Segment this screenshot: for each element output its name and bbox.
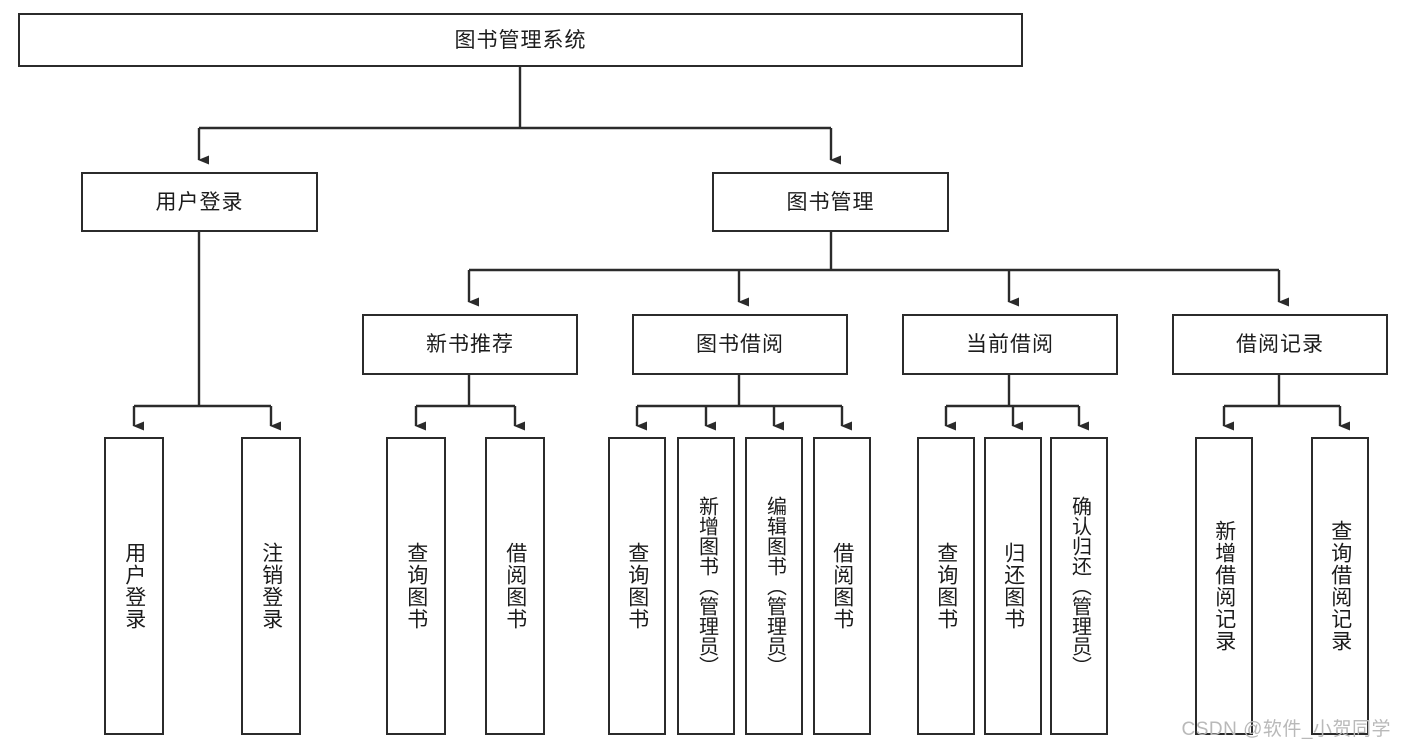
- node-leaf-logout-label: 注销登录: [259, 542, 283, 630]
- node-root[interactable]: 图书管理系统: [18, 13, 1023, 67]
- node-leaf-current-query[interactable]: 查询图书: [917, 437, 975, 735]
- edge-group-borrow: [635, 375, 852, 431]
- node-new-book-recommend[interactable]: 新书推荐: [362, 314, 578, 375]
- watermark-label: CSDN @软件_小贺同学: [1181, 719, 1391, 740]
- node-book-management[interactable]: 图书管理: [712, 172, 949, 232]
- node-user-login[interactable]: 用户登录: [81, 172, 318, 232]
- node-leaf-user-login[interactable]: 用户登录: [104, 437, 164, 735]
- edge-group-root: [197, 67, 841, 165]
- node-new-book-recommend-label: 新书推荐: [426, 333, 514, 356]
- node-book-borrow-label: 图书借阅: [696, 333, 784, 356]
- node-borrow-records-label: 借阅记录: [1236, 333, 1324, 356]
- node-root-label: 图书管理系统: [454, 28, 587, 52]
- node-leaf-record-query-label: 查询借阅记录: [1328, 520, 1352, 652]
- edge-group-current: [944, 375, 1089, 431]
- node-leaf-current-confirm-label: 确认归还（管理员）: [1068, 496, 1091, 676]
- edge-group-records: [1222, 375, 1350, 431]
- node-user-login-label: 用户登录: [155, 190, 244, 214]
- node-leaf-current-confirm[interactable]: 确认归还（管理员）: [1050, 437, 1108, 735]
- node-leaf-borrow-edit[interactable]: 编辑图书（管理员）: [745, 437, 803, 735]
- node-leaf-newbook-borrow-label: 借阅图书: [503, 542, 527, 630]
- node-leaf-borrow-edit-label: 编辑图书（管理员）: [763, 496, 786, 676]
- node-leaf-borrow-book-label: 借阅图书: [830, 542, 854, 630]
- node-leaf-borrow-book[interactable]: 借阅图书: [813, 437, 871, 735]
- edge-group-newbook: [414, 375, 525, 431]
- node-leaf-record-add-label: 新增借阅记录: [1212, 520, 1236, 652]
- node-borrow-records[interactable]: 借阅记录: [1172, 314, 1388, 375]
- edge-group-bookmgmt: [467, 232, 1289, 307]
- node-leaf-borrow-query-label: 查询图书: [625, 542, 649, 630]
- edge-group-login: [132, 232, 281, 431]
- node-leaf-borrow-add[interactable]: 新增图书（管理员）: [677, 437, 735, 735]
- node-book-borrow[interactable]: 图书借阅: [632, 314, 848, 375]
- node-leaf-current-return[interactable]: 归还图书: [984, 437, 1042, 735]
- node-leaf-logout[interactable]: 注销登录: [241, 437, 301, 735]
- node-current-borrow[interactable]: 当前借阅: [902, 314, 1118, 375]
- node-leaf-current-return-label: 归还图书: [1001, 542, 1025, 630]
- node-leaf-newbook-query[interactable]: 查询图书: [386, 437, 446, 735]
- node-leaf-newbook-query-label: 查询图书: [404, 542, 428, 630]
- node-book-management-label: 图书管理: [786, 190, 875, 214]
- node-leaf-user-login-label: 用户登录: [122, 542, 146, 630]
- node-leaf-record-add[interactable]: 新增借阅记录: [1195, 437, 1253, 735]
- node-leaf-borrow-add-label: 新增图书（管理员）: [695, 496, 718, 676]
- node-leaf-record-query[interactable]: 查询借阅记录: [1311, 437, 1369, 735]
- node-leaf-borrow-query[interactable]: 查询图书: [608, 437, 666, 735]
- node-leaf-current-query-label: 查询图书: [934, 542, 958, 630]
- node-leaf-newbook-borrow[interactable]: 借阅图书: [485, 437, 545, 735]
- node-current-borrow-label: 当前借阅: [966, 333, 1054, 356]
